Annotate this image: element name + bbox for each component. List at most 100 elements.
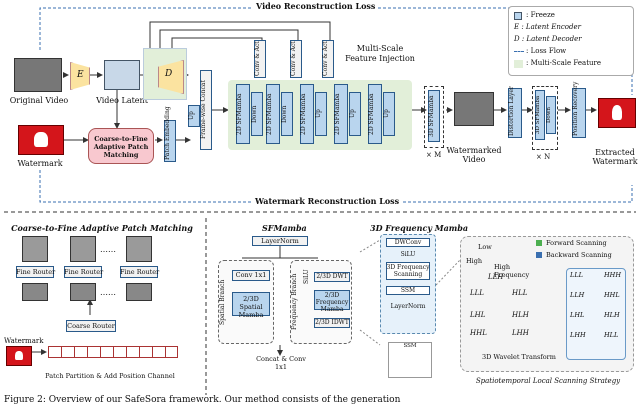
- sfmamba-layernorm: [252, 236, 308, 246]
- down-label-3: Down: [546, 107, 552, 123]
- matching-block: [88, 128, 154, 164]
- legend-latent-encoder: E : Latent Encoder: [514, 23, 581, 31]
- down-block-2: [281, 92, 293, 136]
- watermarked-video-label: Watermarked Video: [446, 146, 502, 165]
- legend-multi-scale-feature: : Multi-Scale Feature: [526, 59, 602, 67]
- wavelet-label: 3D Wavelet Transform: [482, 353, 556, 361]
- forward-label: Forward Scanning: [546, 239, 607, 247]
- sfmamba-3d-down-group: [532, 86, 558, 150]
- up-block-1: [315, 92, 327, 136]
- idwt-label: 2/3D IDWT: [315, 319, 349, 326]
- multi-scale-feature-swatch: [514, 60, 523, 68]
- sfmamba-3d-group: [424, 86, 444, 148]
- up-label-1: Up: [315, 109, 322, 119]
- conv-act-label-1: Conv & Act: [254, 41, 261, 76]
- down-label-1: Down: [251, 105, 258, 123]
- backward-icon: [536, 252, 542, 258]
- patch-grid-2: [70, 236, 96, 262]
- scanning-block: [386, 262, 430, 280]
- legend-freeze: : Freeze: [526, 11, 555, 19]
- lhl-cube: LHL: [470, 311, 486, 319]
- hll-cube: HLL: [512, 289, 528, 297]
- frequency-mamba-label: 2/3D Frequency Mamba: [315, 292, 349, 314]
- video-latent-label: Video Latent: [96, 96, 148, 105]
- sfmamba-2d-label-2: 2D SFMamba: [266, 93, 273, 135]
- times-m-label: × M: [426, 151, 442, 159]
- sfmamba-2d-label-4: 2D SFMamba: [334, 93, 341, 135]
- original-video-frames: [14, 58, 62, 92]
- up-label-embedding: Up: [188, 111, 195, 121]
- sfmamba-silu-label: SiLU: [303, 269, 310, 285]
- video-reconstruction-loss-label: Video Reconstruction Loss: [253, 2, 379, 10]
- dwt-block: [314, 272, 350, 282]
- patch-partition-caption: Patch Partition & Add Position Channel: [45, 372, 175, 380]
- fine-router-label-3: Fine Router: [120, 268, 160, 276]
- frame-thumb-1: [22, 283, 48, 301]
- dwconv-block: [386, 238, 430, 247]
- up-block-3: [383, 92, 395, 136]
- position-recovery-label: Position Recovery: [572, 81, 579, 136]
- sfmamba-2d-label-1: 2D SFMamba: [236, 93, 243, 135]
- up-block-embedding: [188, 105, 200, 127]
- conv-act-label-2: Conv & Act: [290, 41, 297, 76]
- conv-act-block-1: [254, 40, 266, 78]
- legend-loss-flow: : Loss Flow: [526, 47, 567, 55]
- conv-act-block-3: [322, 40, 334, 78]
- sfmamba-2d-block-3: [300, 84, 314, 144]
- high-label-1: High: [466, 257, 483, 265]
- patch-grid-1: [22, 236, 48, 262]
- ssm-label: SSM: [400, 287, 416, 294]
- coarse-router: [66, 320, 116, 332]
- patch-embedding-label: Patch Embedding: [164, 106, 171, 160]
- scanning-label: 3D Frequency Scanning: [386, 264, 430, 279]
- frequency-branch-label: Frequency Branch: [291, 273, 298, 331]
- sfmamba-2d-block-1: [236, 84, 250, 144]
- scan-llh: LLH: [570, 291, 585, 299]
- freq-layernorm-label: LayerNorm: [390, 303, 426, 310]
- distortion-layer-label: Distortion Layer: [508, 86, 515, 136]
- ssm-block: [386, 286, 430, 295]
- dwt-label: 2/3D DWT: [316, 273, 348, 280]
- sfmamba-3d-block: [428, 90, 440, 142]
- times-n-label: × N: [536, 153, 551, 161]
- llh-cube: LLH: [488, 273, 504, 281]
- backward-label: Backward Scanning: [546, 251, 612, 259]
- spatial-mamba-label: 2/3D Spatial Mamba: [238, 295, 264, 319]
- fine-router-3: [120, 266, 158, 278]
- extracted-watermark-image: [598, 98, 636, 128]
- ssm-detail-label: SSM: [403, 343, 417, 349]
- sfmamba-3d-block-2: [535, 90, 545, 140]
- extracted-watermark-label: Extracted Watermark: [592, 148, 638, 167]
- figure-caption: Figure 2: Overview of our SafeSora frame…: [4, 395, 401, 405]
- lll-cube: LLL: [470, 289, 484, 297]
- up-block-2: [349, 92, 361, 136]
- patch-grid-3: [126, 236, 152, 262]
- fine-router-2: [64, 266, 102, 278]
- sfmamba-2d-label-3: 2D SFMamba: [300, 93, 307, 135]
- scan-hlh: HLH: [604, 311, 620, 319]
- sfmamba-3d-label: 3D SFMamba: [428, 95, 435, 137]
- up-label-3: Up: [383, 109, 390, 119]
- scan-hhl: HHL: [604, 291, 620, 299]
- idwt-block: [314, 318, 350, 328]
- distortion-layer-block: [508, 88, 522, 138]
- sfmamba-3d-label-2: 3D SFMamba: [535, 95, 541, 135]
- dwconv-label: DWConv: [394, 239, 422, 246]
- freq-mamba-title: 3D Frequency Mamba: [370, 223, 469, 233]
- bottom-watermark-image: [6, 346, 32, 366]
- legend-box: [508, 6, 634, 76]
- down-block-3: [546, 96, 556, 134]
- scan-lll: LLL: [570, 271, 583, 279]
- watermark-image: [18, 125, 64, 155]
- high-frequency-label: High Frequency: [494, 263, 530, 279]
- bottom-watermark-label: Watermark: [4, 337, 44, 345]
- sfmamba-2d-block-4: [334, 84, 348, 144]
- video-latent-cube: [104, 60, 140, 90]
- legend-latent-decoder: D : Latent Decoder: [514, 35, 582, 43]
- sfmamba-2d-label-5: 2D SFMamba: [368, 93, 375, 135]
- fine-router-label-1: Fine Router: [16, 268, 56, 276]
- ssm-detail-box: [388, 342, 432, 378]
- freeze-icon: [514, 12, 522, 20]
- low-label: Low: [478, 243, 492, 251]
